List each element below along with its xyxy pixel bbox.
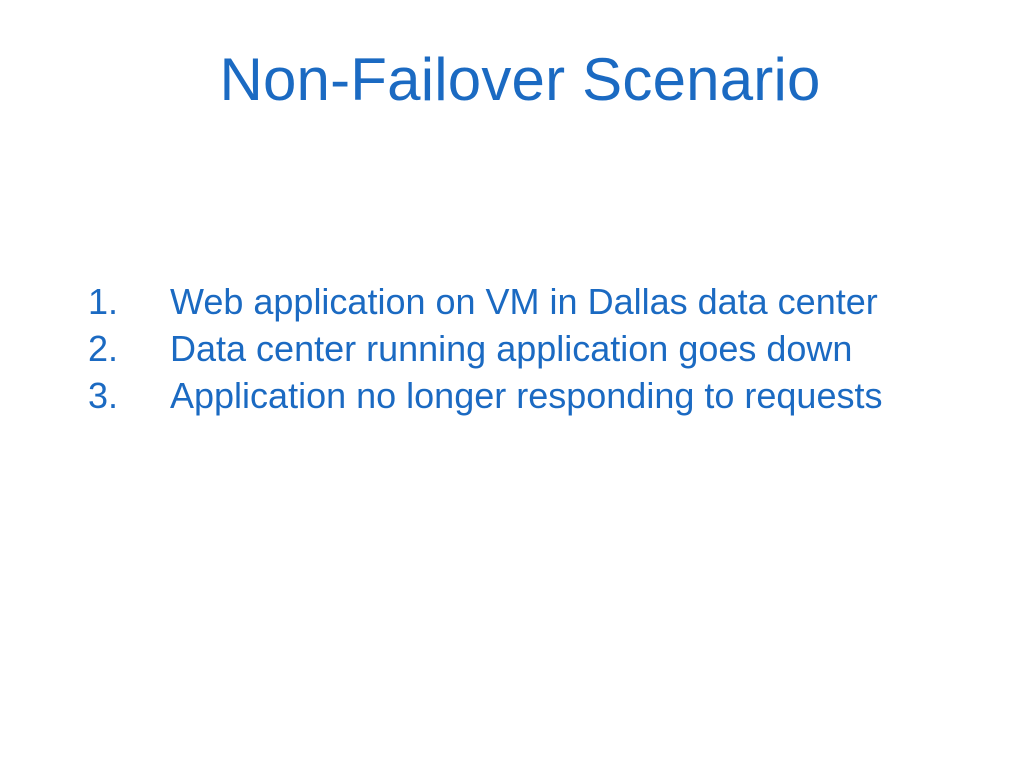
list-item-text: Application no longer responding to requ… <box>170 375 883 416</box>
slide-title: Non-Failover Scenario <box>219 46 821 113</box>
list-item-text: Data center running application goes dow… <box>170 328 853 369</box>
list-item-text: Web application on VM in Dallas data cen… <box>170 281 878 322</box>
list-item-number: 3. <box>88 375 119 416</box>
list-item-number: 1. <box>88 281 119 322</box>
list-item: 3. Application no longer responding to r… <box>88 372 882 419</box>
numbered-list: 1. Web application on VM in Dallas data … <box>88 278 882 419</box>
list-item: 2. Data center running application goes … <box>88 325 882 372</box>
list-item: 1. Web application on VM in Dallas data … <box>88 278 882 325</box>
list-item-number: 2. <box>88 328 119 369</box>
